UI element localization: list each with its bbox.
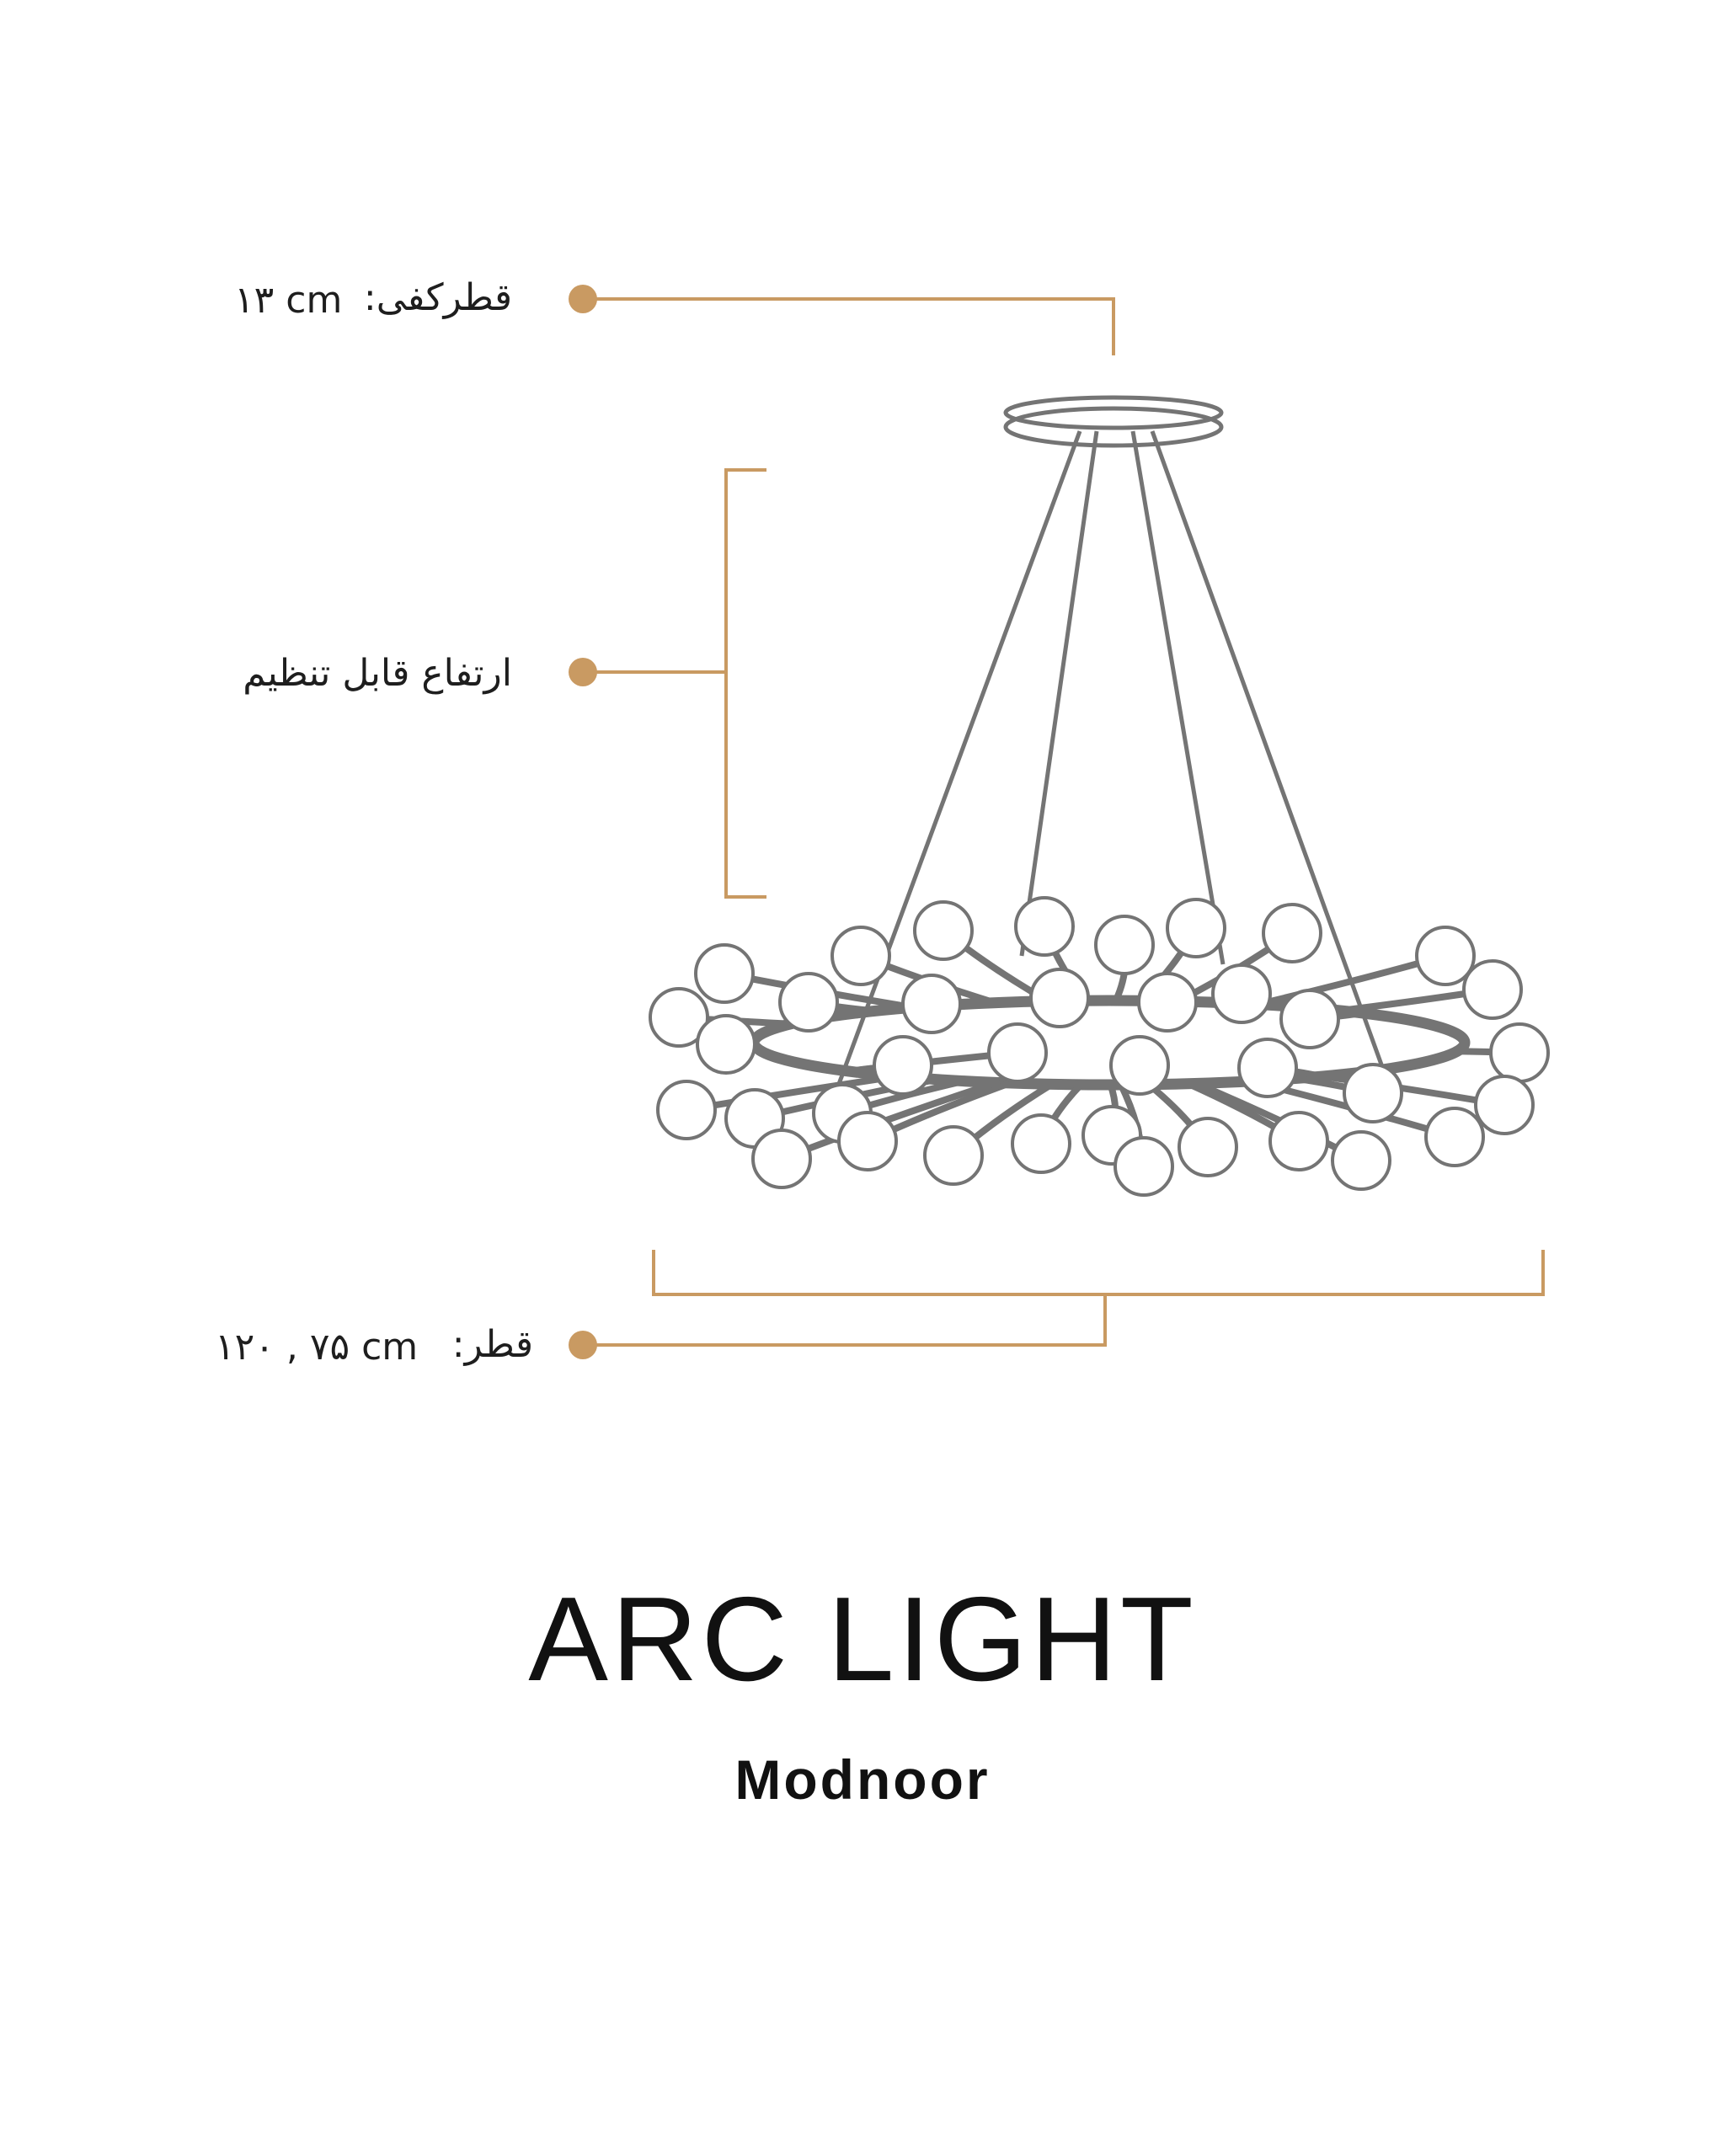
globe xyxy=(923,1125,984,1186)
product-title: ARC LIGHT xyxy=(528,1572,1197,1706)
diameter-dimension-value: ۱۲۰ , ۷۵ cm xyxy=(215,1326,419,1369)
diameter-marker-dot xyxy=(569,1331,597,1359)
globe xyxy=(1237,1038,1298,1098)
brand-wordmark: Modnoor xyxy=(734,1748,991,1811)
globe xyxy=(1029,968,1090,1028)
ceiling-canopy xyxy=(1003,395,1224,448)
globe xyxy=(1094,915,1155,975)
diameter-dimension-label: قطر: xyxy=(451,1323,533,1366)
globe xyxy=(1166,898,1226,958)
globe xyxy=(1279,989,1340,1049)
height-marker-dot xyxy=(569,658,597,686)
globe xyxy=(1014,896,1075,957)
globes xyxy=(649,896,1550,1197)
canopy-marker-dot xyxy=(569,285,597,313)
canopy-dimension-value: ۱۳ cm xyxy=(234,279,343,322)
canopy-leader-line xyxy=(583,297,1115,355)
globe xyxy=(1178,1117,1238,1177)
globe xyxy=(1424,1107,1485,1167)
diameter-bracket xyxy=(652,1250,1545,1296)
globe xyxy=(1474,1075,1535,1135)
globe xyxy=(1211,963,1272,1024)
globe xyxy=(1011,1113,1071,1174)
diameter-leader-line xyxy=(583,1294,1107,1347)
globe xyxy=(1462,959,1523,1020)
globe xyxy=(830,926,891,986)
globe xyxy=(1137,972,1198,1033)
globe xyxy=(1262,903,1322,963)
height-dimension-label: ارتفاع قابل تنظیم xyxy=(243,652,512,695)
globe xyxy=(751,1129,812,1189)
globe xyxy=(1489,1022,1550,1083)
globe xyxy=(696,1014,756,1075)
globe xyxy=(1343,1063,1403,1123)
globe xyxy=(656,1080,717,1140)
height-bracket xyxy=(724,468,766,899)
canopy-dimension-label: قطرکفی: xyxy=(363,276,512,319)
globe xyxy=(778,972,839,1033)
globe xyxy=(987,1022,1048,1083)
globe xyxy=(1415,926,1476,986)
globe xyxy=(1268,1111,1329,1171)
globe xyxy=(913,900,974,961)
globe xyxy=(837,1111,898,1171)
globe xyxy=(1109,1035,1170,1096)
globe xyxy=(1114,1136,1174,1197)
globe xyxy=(649,987,709,1048)
globe xyxy=(901,974,962,1034)
globe xyxy=(873,1035,933,1096)
globe xyxy=(1331,1130,1391,1191)
globe xyxy=(694,943,755,1004)
